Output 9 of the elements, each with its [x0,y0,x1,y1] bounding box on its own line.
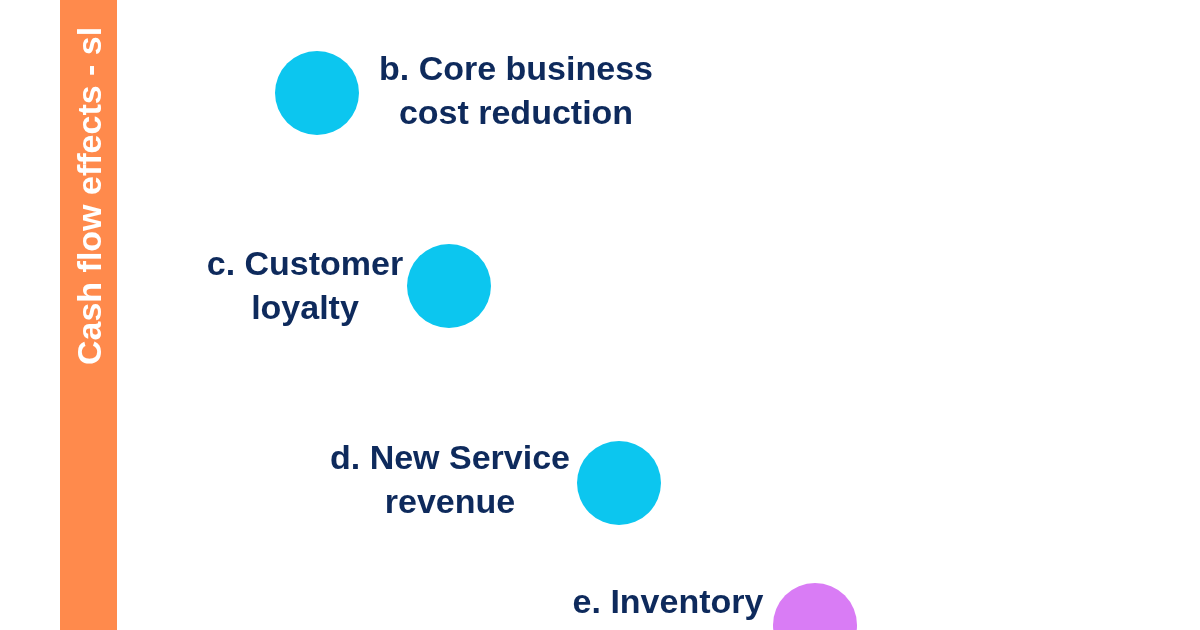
axis-title: Cash flow effects - sl [68,26,109,365]
axis-band [60,0,117,630]
circle-label: b. Core business cost reduction [378,48,654,133]
circle-marker [407,244,491,328]
circle-marker [577,441,661,525]
circle-label: c. Customer loyalty [205,243,405,328]
circle-label: d. New Service revenue [329,437,571,522]
circle-marker [275,51,359,135]
circle-label: e. Inventory [571,581,765,622]
